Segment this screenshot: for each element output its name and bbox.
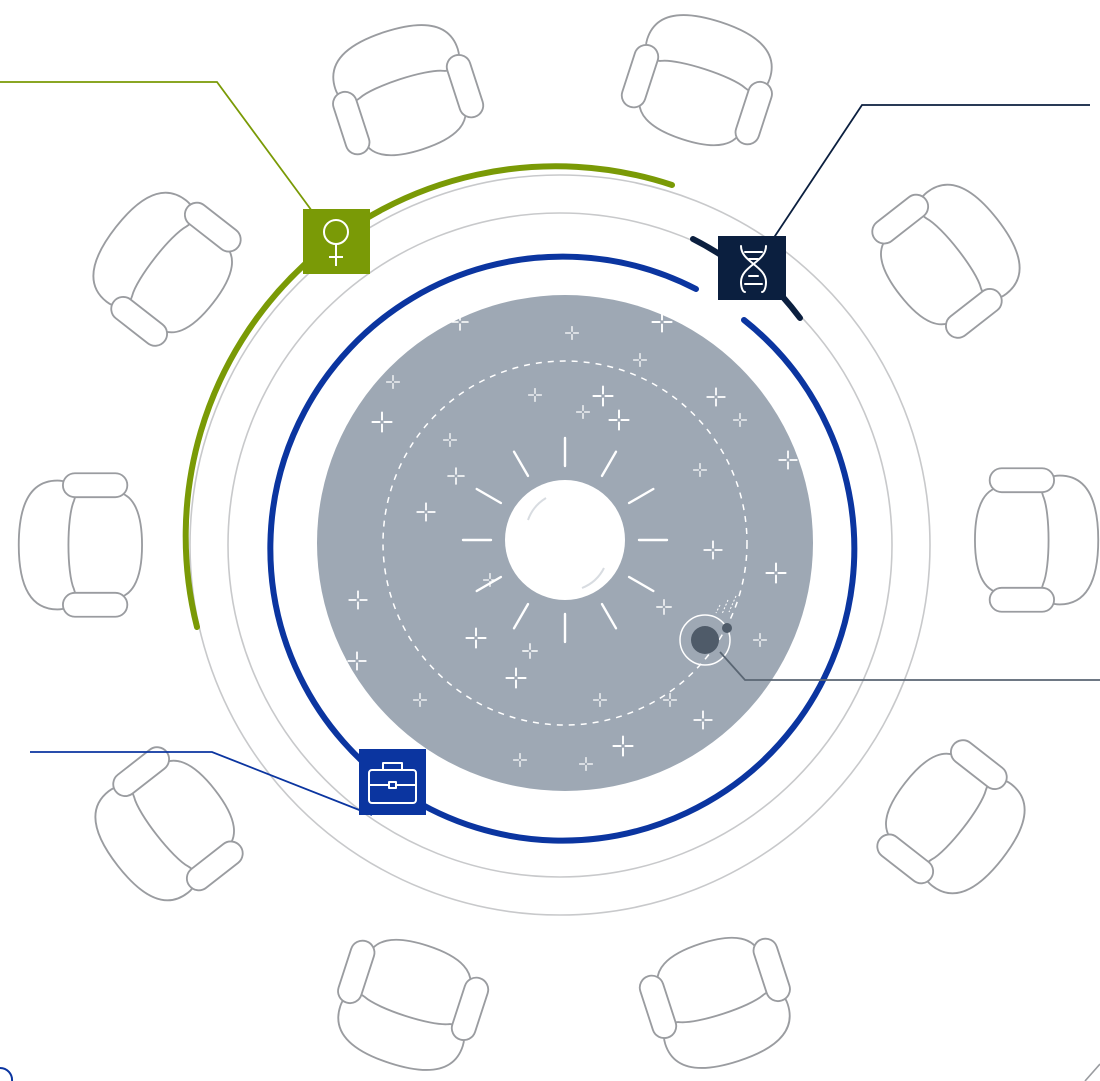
briefcase-badge[interactable] [359,749,426,815]
dna-badge[interactable] [718,236,786,300]
armchair-icon [72,171,258,360]
armchair-icon [856,163,1042,352]
armchair-icon [614,0,789,161]
armchair-icon [316,10,491,172]
armchair-icon [975,468,1098,612]
armchair-icon [321,924,496,1081]
armchair-icon [632,922,807,1081]
armchair-icon [861,726,1047,915]
armchair-icon [74,733,260,922]
armchair-icon [19,473,142,617]
female-symbol-badge[interactable] [303,209,370,274]
corner-fragment-left [0,1068,12,1081]
female-pointer-line [0,82,312,211]
corner-fragment-right [1085,1064,1100,1081]
